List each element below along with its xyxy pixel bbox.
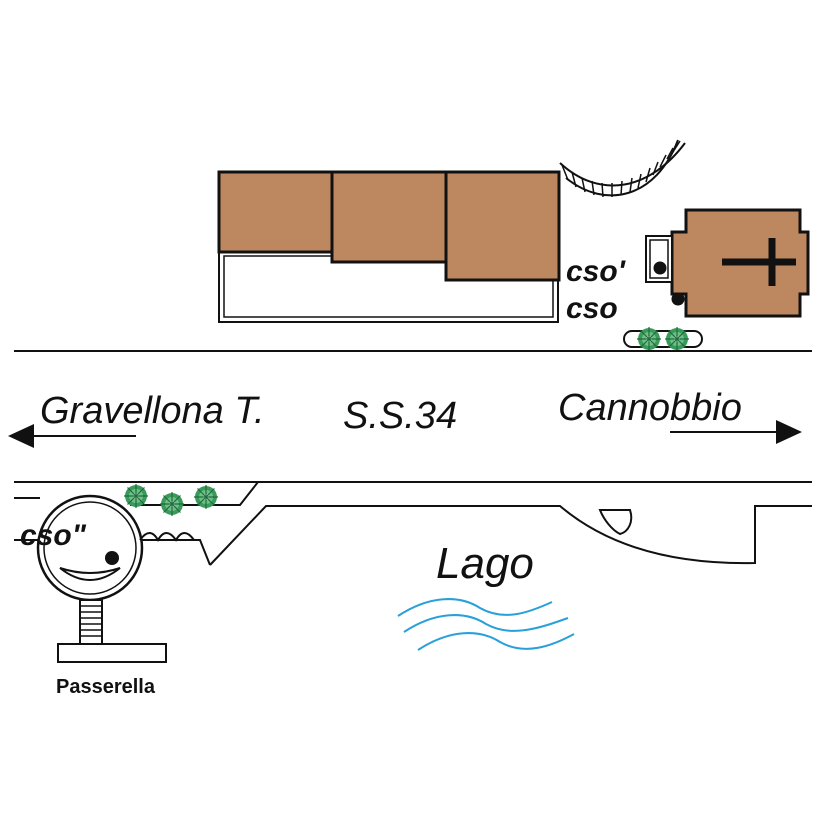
shrub-icon [193, 484, 219, 510]
road [14, 350, 812, 483]
dot-icon [653, 261, 667, 275]
cso-building-label: cso' [566, 255, 626, 288]
direction-west-label: Gravellona T. [40, 390, 265, 432]
curved-structure [559, 139, 686, 198]
shrub-icon [636, 326, 662, 352]
cso-road-label: cso [566, 292, 618, 325]
arrow-left-icon [8, 424, 136, 448]
shrub-icon [123, 483, 149, 509]
road-name-label: S.S.34 [343, 395, 457, 437]
lake-label: Lago [436, 539, 534, 588]
round-platform [36, 494, 195, 602]
building-unit [444, 170, 561, 282]
footbridge-label: Passerella [56, 676, 156, 698]
cso-shore-label: cso" [20, 519, 87, 552]
building-block [217, 170, 561, 323]
planter [623, 326, 703, 352]
building-unit [217, 170, 334, 254]
footbridge [57, 599, 167, 663]
direction-east-label: Cannobbio [558, 387, 742, 429]
shrub-icon [159, 491, 185, 517]
cross-icon [722, 238, 796, 286]
building-unit [330, 170, 448, 264]
shrub-icon [664, 326, 690, 352]
wave-icon [397, 598, 575, 651]
dot-icon [105, 551, 119, 565]
dot-icon [671, 292, 685, 306]
arrow-right-icon [670, 420, 802, 444]
church-building [645, 208, 810, 318]
